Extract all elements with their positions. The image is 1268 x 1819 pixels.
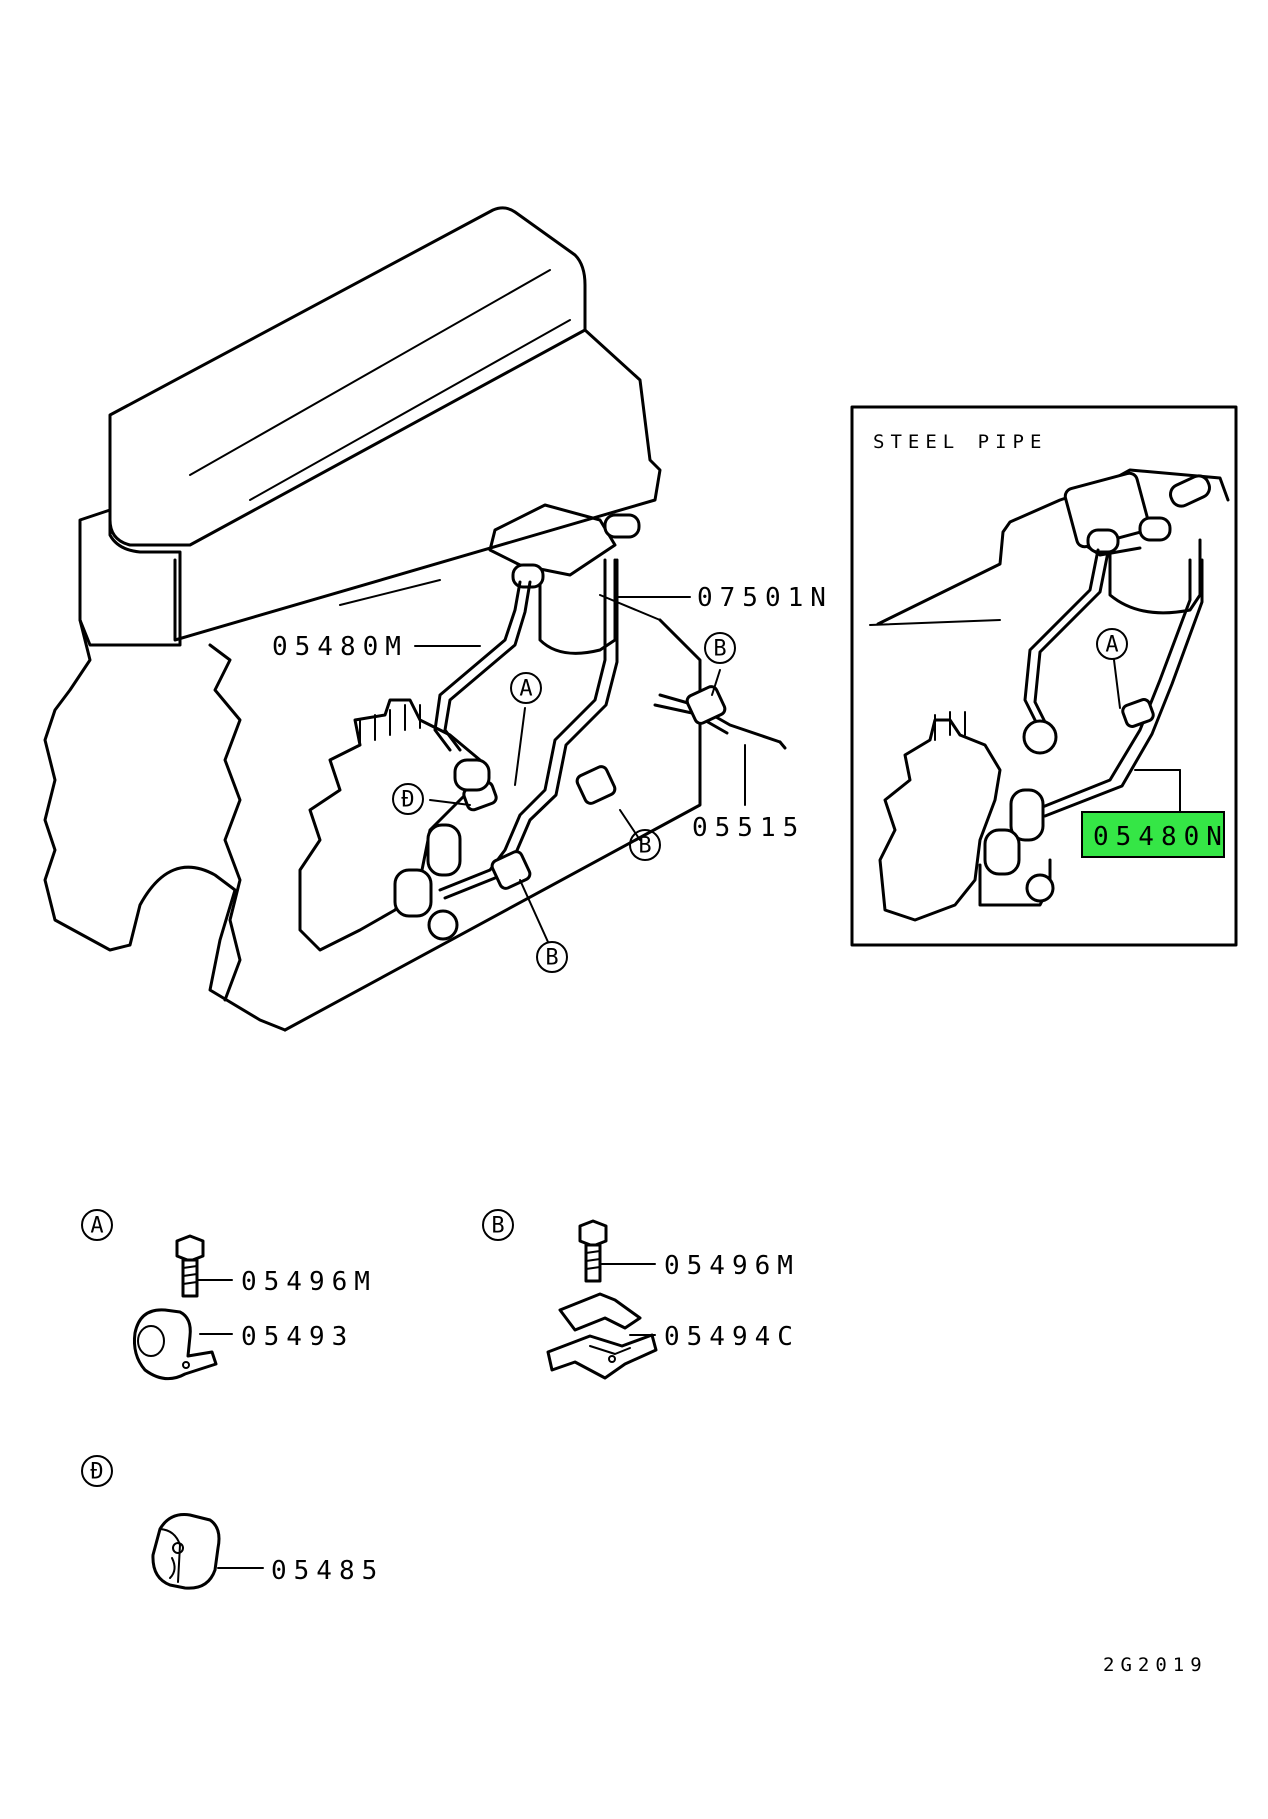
detail-a-clamp-label: 05493 bbox=[241, 1322, 354, 1352]
svg-text:B: B bbox=[713, 637, 726, 662]
svg-text:Đ: Đ bbox=[401, 788, 414, 813]
svg-text:B: B bbox=[638, 834, 651, 859]
inset-title: STEEL PIPE bbox=[873, 431, 1047, 453]
svg-text:B: B bbox=[491, 1214, 504, 1239]
detail-b: B 05496M 05494C bbox=[482, 1209, 800, 1380]
detail-b-bolt-label: 05496M bbox=[664, 1251, 800, 1281]
callout-05480M: 05480M bbox=[272, 632, 408, 662]
svg-text:05480N: 05480N bbox=[1093, 822, 1229, 852]
bolt-icon bbox=[175, 1234, 205, 1298]
grommet-icon bbox=[151, 1513, 221, 1590]
callout-05515: 05515 bbox=[692, 813, 805, 843]
svg-text:A: A bbox=[1105, 633, 1118, 658]
marker-a-main: A bbox=[510, 672, 542, 704]
clamp-icon bbox=[133, 1308, 218, 1381]
detail-a-bolt-label: 05496M bbox=[241, 1267, 377, 1297]
engine-block-illustration bbox=[43, 206, 787, 1032]
callout-07501N: 07501N bbox=[697, 583, 833, 613]
bolt-icon bbox=[578, 1219, 608, 1283]
marker-b-main-right: B bbox=[704, 632, 736, 664]
svg-text:A: A bbox=[90, 1214, 103, 1239]
clamp-icon bbox=[546, 1292, 658, 1380]
detail-d: Đ 05485 bbox=[81, 1455, 384, 1590]
drawing-number: 2G2019 bbox=[1103, 1654, 1208, 1676]
svg-text:B: B bbox=[545, 946, 558, 971]
svg-text:A: A bbox=[519, 677, 532, 702]
marker-a-inset: A bbox=[1096, 628, 1128, 660]
marker-d-main: Đ bbox=[392, 783, 424, 815]
detail-b-clamp-label: 05494C bbox=[664, 1322, 800, 1352]
svg-text:Đ: Đ bbox=[90, 1460, 103, 1485]
detail-a: A 05496M 05493 bbox=[81, 1209, 377, 1381]
steel-pipe-inset: STEEL PIPE bbox=[850, 405, 1238, 947]
highlighted-callout-05480N[interactable]: 05480N bbox=[1081, 811, 1229, 858]
marker-b-main-lower: B bbox=[536, 941, 568, 973]
detail-d-grommet-label: 05485 bbox=[271, 1556, 384, 1586]
marker-b-main-middle: B bbox=[629, 829, 661, 861]
